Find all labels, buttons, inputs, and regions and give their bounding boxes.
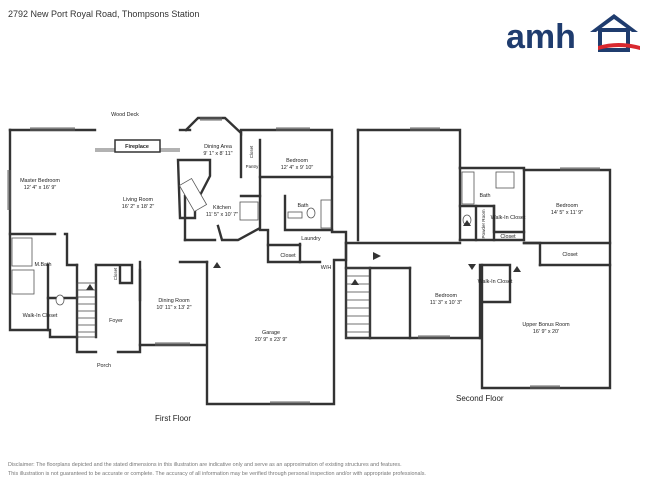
label-wh: W/H	[321, 265, 332, 271]
label-closet-upper: Closet	[249, 145, 254, 158]
label-laundry: Laundry	[301, 236, 321, 242]
staircase-second	[345, 267, 371, 339]
label-bedroom-first: Bedroom	[286, 158, 308, 164]
label-closet-laundry: Closet	[280, 253, 296, 259]
label-kitchen: Kitchen	[213, 205, 231, 211]
dims-dining-area: 9' 1" x 8' 11"	[203, 151, 232, 157]
label-bedroom-left: Bedroom	[435, 293, 457, 299]
label-walk-in-closet-a: Walk-In Closet	[491, 215, 526, 221]
dims-master-bedroom: 12' 4" x 16' 9"	[24, 185, 57, 191]
dims-bedroom-left: 11' 3" x 10' 3"	[430, 300, 462, 306]
label-closet-a: Closet	[500, 234, 516, 240]
label-fireplace: Fireplace	[125, 144, 149, 150]
dims-living-room: 16' 2" x 18' 2"	[122, 204, 155, 210]
dims-dining-room: 10' 11" x 13' 2"	[156, 305, 191, 311]
label-garage: Garage	[262, 330, 280, 336]
label-under-stair-closet: Closet	[113, 267, 118, 280]
label-living-room: Living Room	[123, 197, 153, 203]
label-walk-in-closet-b: Walk-In Closet	[478, 279, 513, 285]
amh-logo: amh	[506, 14, 640, 54]
property-address: 2792 New Port Royal Road, Thompsons Stat…	[8, 9, 200, 19]
label-closet-b: Closet	[562, 252, 578, 258]
dims-upper-bonus-room: 16' 9" x 20'	[533, 329, 559, 335]
label-wood-deck: Wood Deck	[111, 112, 139, 118]
label-second-floor: Second Floor	[456, 394, 504, 403]
fireplace	[114, 139, 161, 153]
disclaimer: Disclaimer: The floorplans depicted and …	[8, 461, 426, 479]
bathtub	[11, 237, 33, 267]
label-m-bath: M.Bath	[34, 262, 51, 268]
label-bath-second: Bath	[479, 193, 490, 199]
dims-bedroom-right: 14' 5" x 11' 9"	[551, 210, 583, 216]
house-roof-icon	[590, 14, 638, 32]
label-dining-area: Dining Area	[204, 144, 232, 150]
label-foyer: Foyer	[109, 318, 123, 324]
label-bedroom-right: Bedroom	[556, 203, 578, 209]
label-porch: Porch	[97, 363, 111, 369]
label-first-floor: First Floor	[155, 414, 191, 423]
disclaimer-line-2: This illustration is not guaranteed to b…	[8, 471, 426, 477]
logo-swoosh	[598, 43, 640, 50]
logo-text: amh	[506, 18, 576, 54]
disclaimer-line-1: Disclaimer: The floorplans depicted and …	[8, 462, 402, 468]
label-bath-first: Bath	[297, 203, 308, 209]
label-master-bedroom: Master Bedroom	[20, 178, 60, 184]
dims-kitchen: 11' 5" x 10' 7"	[206, 212, 238, 218]
label-dining-room: Dining Room	[158, 298, 190, 304]
staircase-first	[76, 282, 97, 338]
label-upper-bonus-room: Upper Bonus Room	[522, 322, 570, 328]
dims-garage: 20' 9" x 23' 9"	[255, 337, 288, 343]
label-powder-room: Powder Room	[481, 209, 486, 238]
dims-bedroom-first: 12' 4" x 9' 10"	[281, 165, 314, 171]
label-walk-in-closet-first: Walk-In Closet	[23, 313, 58, 319]
label-pantry: Pantry	[246, 164, 259, 169]
